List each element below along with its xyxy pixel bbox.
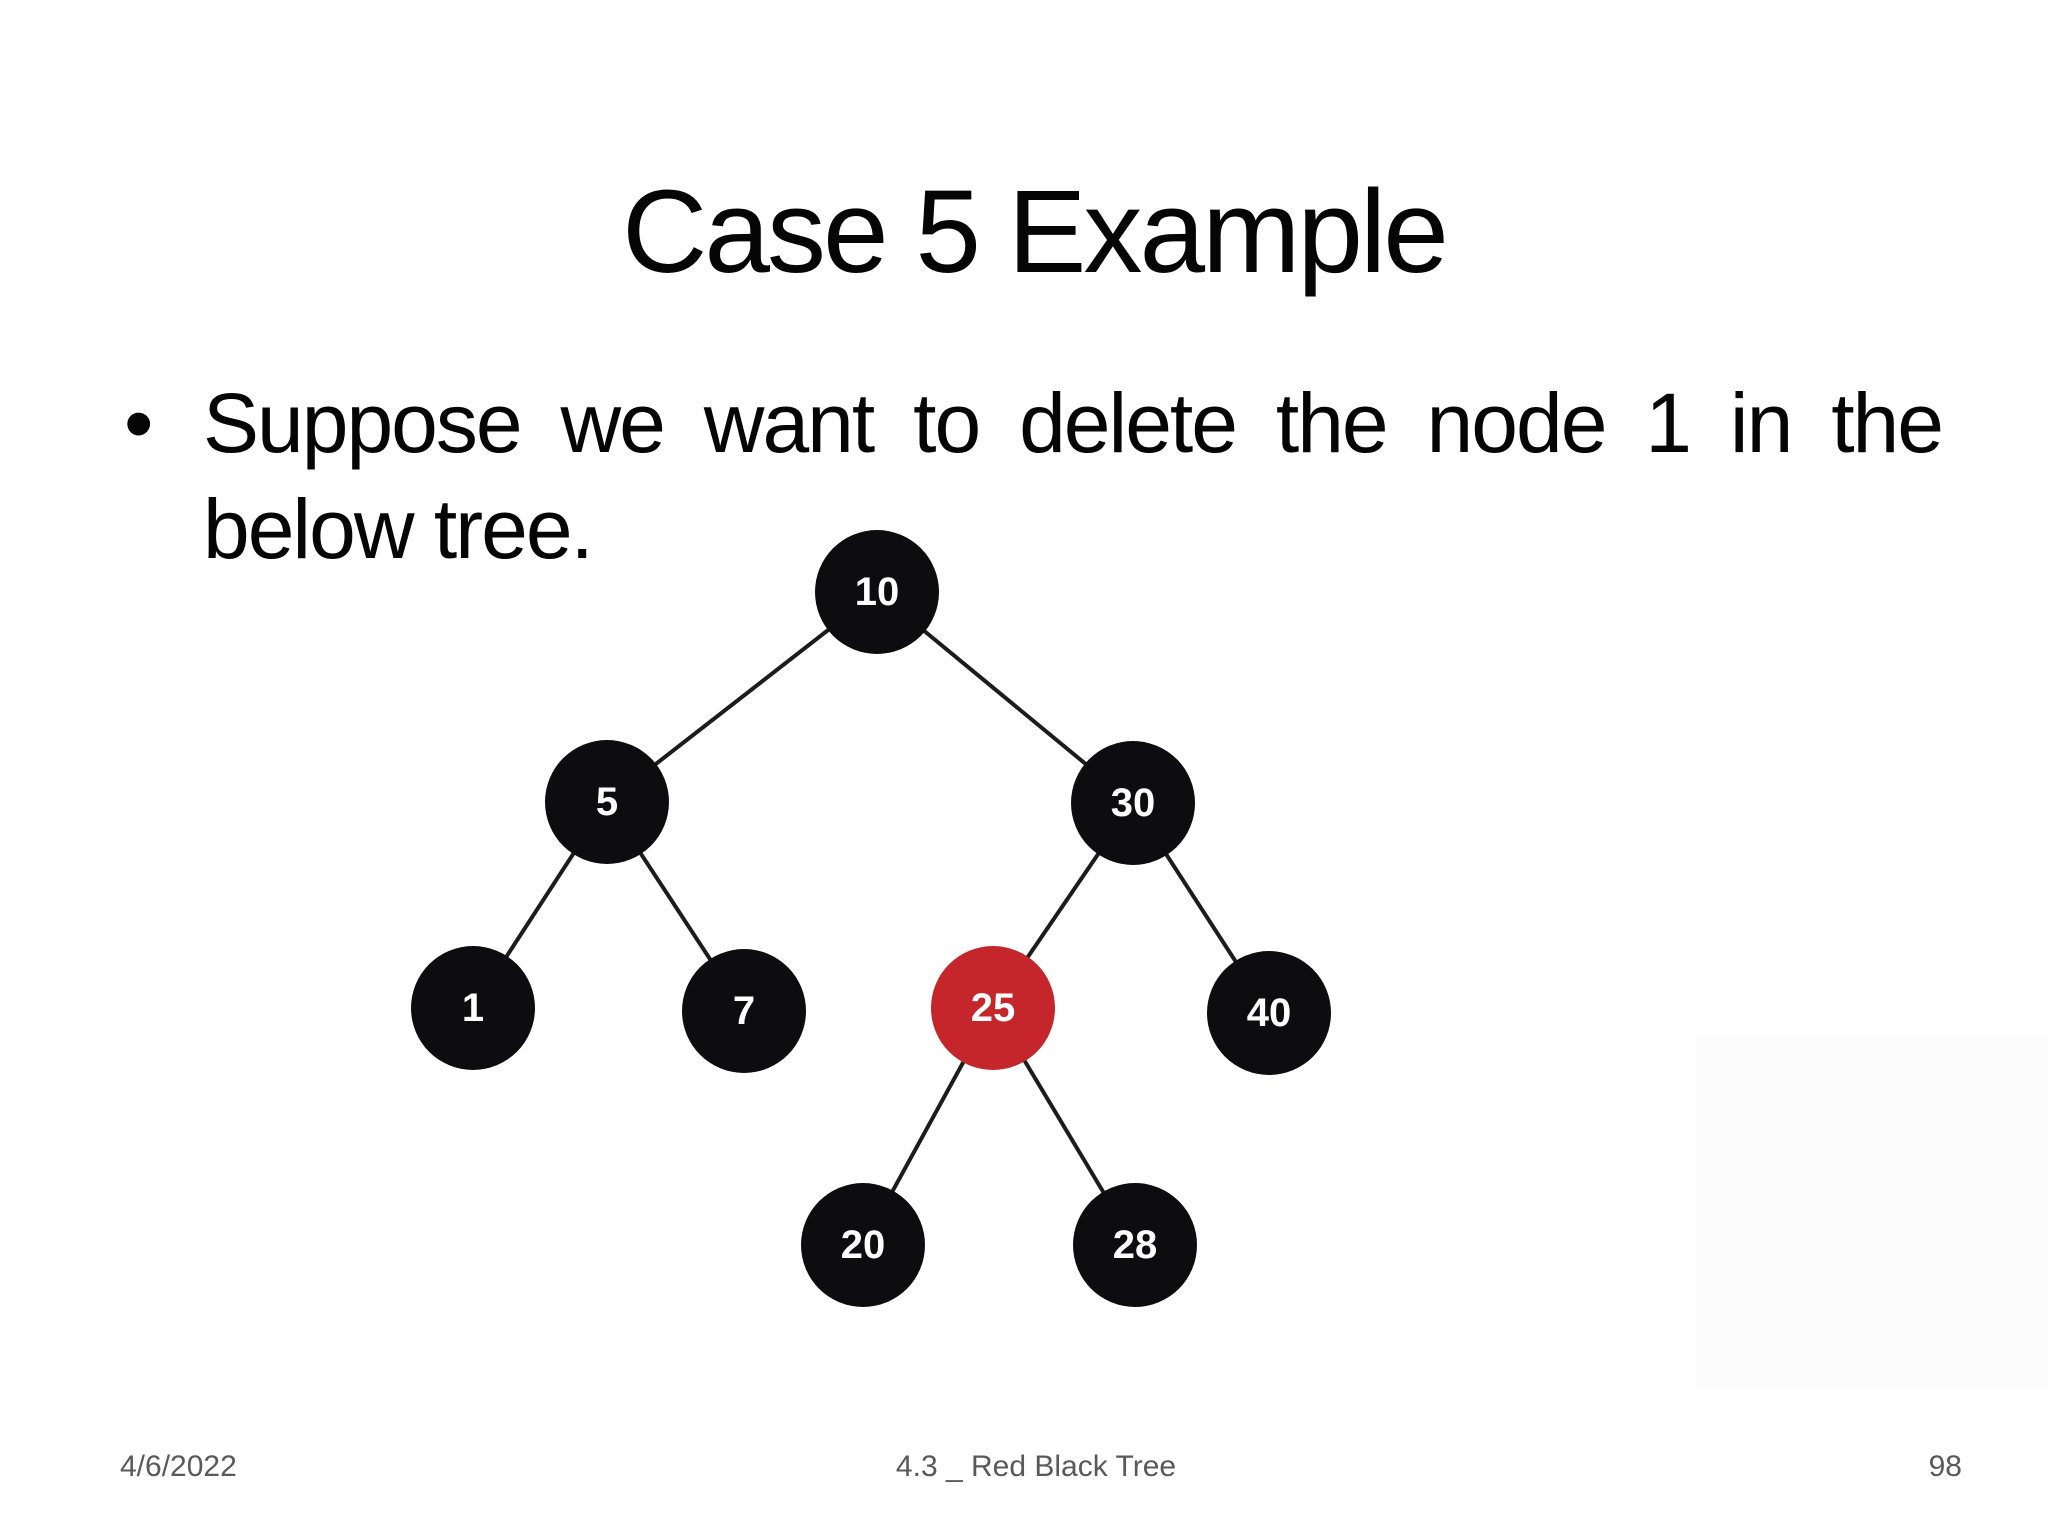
tree-node-20 [801, 1183, 925, 1307]
image-backdrop-artifact [1695, 1037, 2048, 1390]
slide-title: Case 5 Example [622, 166, 1449, 299]
tree-node-label-1: 1 [462, 986, 484, 1030]
tree-node-7 [682, 949, 806, 1073]
footer-section-title: 4.3 _ Red Black Tree [895, 1450, 1177, 1483]
tree-node-label-10: 10 [855, 570, 900, 614]
slide-footer: 4/6/2022 4.3 _ Red Black Tree 98 [0, 1450, 2048, 1500]
bullet-line-2: below tree. [203, 482, 594, 576]
tree-node-label-7: 7 [733, 989, 755, 1033]
tree-node-28 [1073, 1183, 1197, 1307]
tree-node-label-28: 28 [1113, 1223, 1158, 1267]
tree-node-25 [931, 946, 1055, 1070]
bullet-line-1: Suppose we want to delete the node 1 in … [203, 376, 1944, 470]
bullet-marker: • [124, 376, 154, 470]
tree-node-5 [545, 740, 669, 864]
tree-node-40 [1207, 951, 1331, 1075]
footer-date: 4/6/2022 [120, 1450, 237, 1483]
tree-node-label-40: 40 [1247, 991, 1292, 1035]
footer-page-number: 98 [1928, 1450, 1962, 1483]
tree-node-label-5: 5 [596, 780, 618, 824]
tree-node-label-25: 25 [971, 986, 1016, 1030]
tree-node-30 [1071, 741, 1195, 865]
tree-node-label-30: 30 [1111, 781, 1156, 825]
tree-node-10 [815, 530, 939, 654]
bullet-paragraph: Suppose we want to delete the node 1 in … [203, 370, 1944, 582]
tree-node-label-20: 20 [841, 1223, 886, 1267]
tree-node-1 [411, 946, 535, 1070]
